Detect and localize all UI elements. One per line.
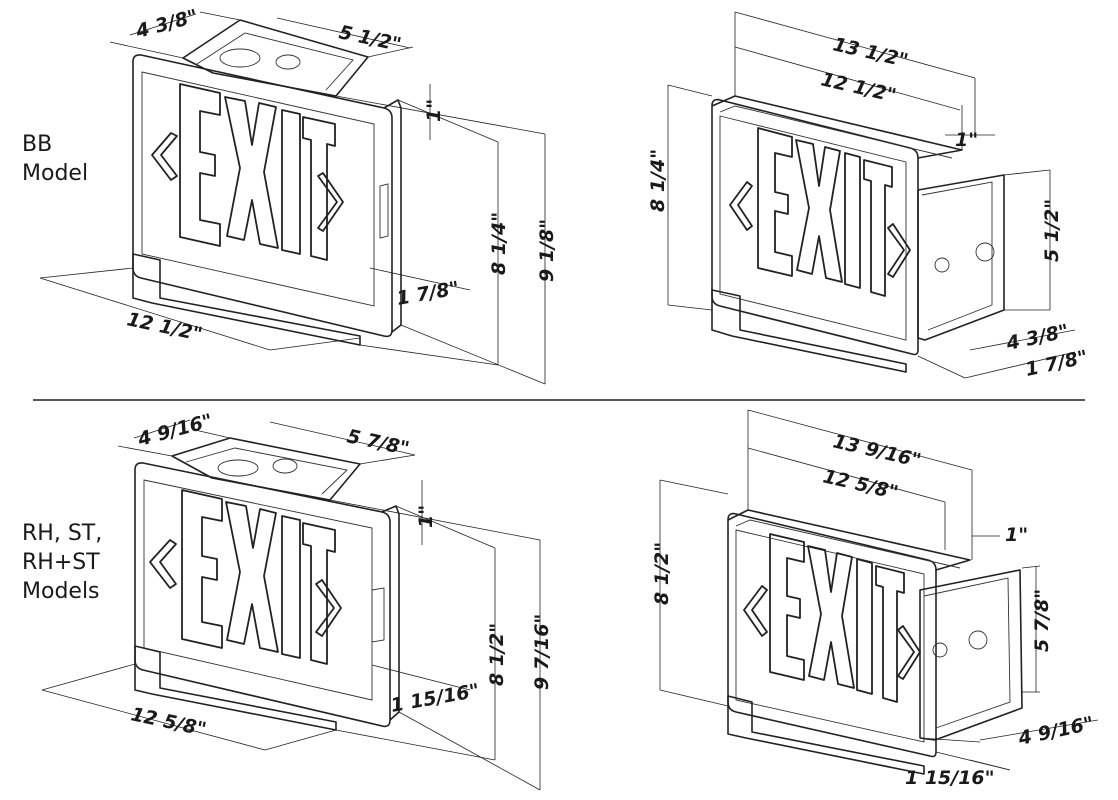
mounting-bracket xyxy=(917,174,1005,341)
chevron-right-icon xyxy=(315,579,342,637)
canopy-plate xyxy=(182,19,369,97)
dim-bracket-height: 5 7/8" xyxy=(1031,589,1053,652)
dim-width: 12 1/2" xyxy=(819,68,898,107)
side-dimension-lines xyxy=(667,11,1076,379)
sign-letter-x xyxy=(225,501,279,653)
dim-overall-width: 13 9/16" xyxy=(831,430,923,472)
side-view-sign xyxy=(727,509,1023,775)
dim-housing-depth: 1 7/8" xyxy=(395,277,461,310)
model-label-line: Models xyxy=(22,579,100,604)
dim-bracket-height: 5 1/2" xyxy=(1041,199,1063,262)
dim-overall-width: 13 1/2" xyxy=(831,33,910,72)
chevron-left-icon xyxy=(149,539,177,589)
sign-base xyxy=(711,289,907,373)
sign-letter-t xyxy=(302,116,336,261)
sign-base xyxy=(727,695,925,775)
dim-height-outer: 9 7/16" xyxy=(531,614,553,690)
sign-letter-x xyxy=(795,139,843,283)
dim-offset: 1" xyxy=(955,129,978,151)
sign-base xyxy=(134,645,337,731)
side-dimension-lines xyxy=(659,409,1099,771)
sign-face-panel xyxy=(719,115,907,341)
dim-height: 8 1/4" xyxy=(647,149,669,212)
dim-height-outer: 9 1/8" xyxy=(536,219,558,282)
dim-width: 12 5/8" xyxy=(821,465,900,504)
front-dimension-labels: 4 3/8" 5 1/2" 1" 8 1/4" 9 1/8" 1 7/8" 12… xyxy=(125,5,558,346)
dim-height: 8 1/2" xyxy=(651,542,673,605)
sign-letter-t xyxy=(863,159,893,297)
dim-width: 12 5/8" xyxy=(129,703,208,740)
front-dimension-lines xyxy=(39,11,546,385)
sign-face-panel xyxy=(735,529,925,743)
dim-depth: 4 9/16" xyxy=(1015,712,1095,750)
mounting-bracket xyxy=(919,569,1023,741)
sign-face-panel xyxy=(141,71,375,307)
model-label-line: RH+ST xyxy=(22,550,100,575)
sign-letter-i xyxy=(281,515,301,659)
model-label-line: BB xyxy=(22,132,52,157)
sign-letter-t xyxy=(875,565,905,703)
sign-letter-e xyxy=(769,533,805,681)
dim-depth: 4 3/8" xyxy=(1003,320,1070,355)
front-view-sign xyxy=(134,437,400,731)
dim-canopy-width: 5 7/8" xyxy=(345,425,411,460)
dim-offset: 1" xyxy=(1005,524,1028,546)
sign-letter-x xyxy=(224,96,279,249)
sign-face-panel xyxy=(143,479,373,701)
chevron-right-icon xyxy=(897,625,921,680)
dim-height-inner: 8 1/2" xyxy=(486,623,508,686)
side-dimension-labels: 13 9/16" 12 5/8" 1" 8 1/2" 5 7/8" 4 9/16… xyxy=(651,430,1096,789)
sign-housing-front xyxy=(727,512,937,758)
sign-letter-i xyxy=(281,109,301,255)
sign-letter-e xyxy=(757,127,793,277)
chevron-left-icon xyxy=(743,585,768,637)
sign-letter-i xyxy=(844,152,861,289)
sign-base xyxy=(132,253,361,346)
sign-housing-front xyxy=(132,54,393,338)
dim-width: 12 1/2" xyxy=(125,308,204,345)
front-view-sign xyxy=(132,19,402,346)
model-label-line: RH, ST, xyxy=(22,521,102,546)
canopy-plate xyxy=(171,437,361,501)
chevron-left-icon xyxy=(729,181,753,231)
side-view-sign xyxy=(711,95,1005,373)
front-dimension-lines xyxy=(41,419,541,791)
sign-housing-front xyxy=(711,98,919,356)
dim-top-offset: 1" xyxy=(415,505,437,528)
chevron-left-icon xyxy=(151,132,178,181)
dim-top-offset: 1" xyxy=(423,99,445,122)
sign-letter-e xyxy=(179,83,221,247)
sign-letter-i xyxy=(856,558,873,695)
sign-letter-t xyxy=(302,522,336,665)
side-dimension-labels: 13 1/2" 12 1/2" 1" 8 1/4" 5 1/2" 4 3/8" … xyxy=(647,33,1090,380)
sign-housing-front xyxy=(134,462,391,728)
model-label-line: Model xyxy=(22,161,88,186)
sign-letter-x xyxy=(807,545,855,689)
dim-height-inner: 8 1/4" xyxy=(488,212,510,275)
dim-housing-depth: 1 7/8" xyxy=(1023,346,1089,381)
chevron-right-icon xyxy=(317,172,344,232)
dim-housing-depth: 1 15/16" xyxy=(389,680,481,717)
sign-letter-e xyxy=(181,489,223,649)
dim-depth: 4 3/8" xyxy=(133,5,201,43)
dim-depth: 4 9/16" xyxy=(135,410,215,451)
chevron-right-icon xyxy=(887,223,911,278)
dim-housing-depth: 1 15/16" xyxy=(905,767,995,789)
